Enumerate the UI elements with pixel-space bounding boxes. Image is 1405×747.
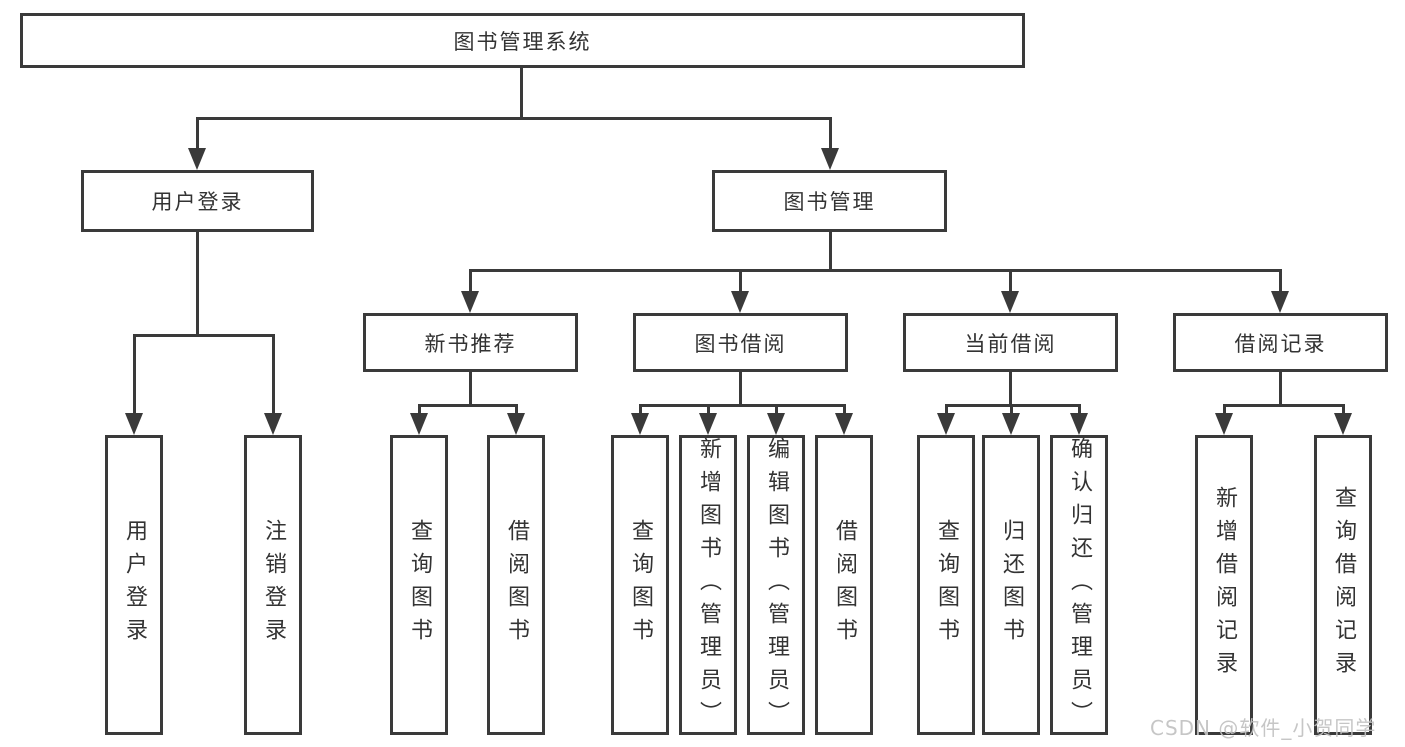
leaf-query-books-recommend: 查询图书 (390, 435, 448, 735)
leaf-query-borrow-record: 查询借阅记录 (1314, 435, 1372, 735)
arrow-down (410, 413, 428, 435)
node-label: 用户登录 (151, 190, 244, 214)
connector-drop (775, 404, 778, 415)
connector-root-rail (196, 117, 832, 120)
arrow-down (507, 413, 525, 435)
connector-user-login-stem (196, 232, 199, 335)
connector-drop-book-borrow (739, 269, 742, 293)
connector-book-management-stem (829, 232, 832, 272)
leaf-add-borrow-record: 新增借阅记录 (1195, 435, 1253, 735)
connector-drop-new-book (469, 269, 472, 293)
connector-root-stem (520, 68, 523, 118)
leaf-query-books-current: 查询图书 (917, 435, 975, 735)
leaf-label: 查询图书 (628, 519, 653, 651)
node-book-borrowing: 图书借阅 (633, 313, 848, 372)
leaf-label: 注销登录 (261, 519, 286, 651)
leaf-label: 新增借阅记录 (1212, 486, 1237, 684)
node-label: 图书管理系统 (453, 29, 592, 54)
connector-book-borrow-stem (739, 372, 742, 406)
leaf-label: 查询图书 (407, 519, 432, 651)
arrow-down (1002, 413, 1020, 435)
connector-drop-book-management (829, 117, 832, 150)
arrow-down-book-management (821, 148, 839, 170)
arrow-down-borrow-record (1271, 291, 1289, 313)
connector-user-login-rail (133, 334, 275, 337)
leaf-logout: 注销登录 (244, 435, 302, 735)
arrow-down (631, 413, 649, 435)
arrow-down-leaf-logout (264, 413, 282, 435)
connector-borrow-record-rail (1223, 404, 1345, 407)
connector-drop (945, 404, 948, 415)
leaf-label: 查询借阅记录 (1331, 486, 1356, 684)
node-label: 图书管理 (783, 190, 876, 214)
leaf-borrow-books-recommend: 借阅图书 (487, 435, 545, 735)
connector-drop-borrow-record (1279, 269, 1282, 293)
leaf-label: 借阅图书 (504, 519, 529, 651)
arrow-down (1334, 413, 1352, 435)
node-label: 借阅记录 (1234, 331, 1327, 356)
node-book-management: 图书管理 (712, 170, 947, 232)
connector-current-borrow-rail (945, 404, 1081, 407)
node-new-book-recommendation: 新书推荐 (363, 313, 578, 372)
leaf-return-books: 归还图书 (982, 435, 1040, 735)
arrow-down (835, 413, 853, 435)
leaf-label: 确认归还（管理员） (1067, 436, 1092, 734)
leaf-label: 借阅图书 (832, 519, 857, 651)
leaf-edit-book-admin: 编辑图书（管理员） (747, 435, 805, 735)
arrow-down (1215, 413, 1233, 435)
arrow-down-current-borrow (1001, 291, 1019, 313)
arrow-down-book-borrow (731, 291, 749, 313)
connector-book-borrow-rail (639, 404, 846, 407)
leaf-label: 归还图书 (999, 519, 1024, 651)
node-user-login: 用户登录 (81, 170, 314, 232)
connector-drop-user-login (196, 117, 199, 150)
connector-drop (1223, 404, 1226, 415)
leaf-query-books-borrow: 查询图书 (611, 435, 669, 735)
leaf-add-book-admin: 新增图书（管理员） (679, 435, 737, 735)
node-current-borrowing: 当前借阅 (903, 313, 1118, 372)
leaf-borrow-books: 借阅图书 (815, 435, 873, 735)
leaf-user-login: 用户登录 (105, 435, 163, 735)
leaf-label: 编辑图书（管理员） (764, 436, 789, 734)
connector-drop (1078, 404, 1081, 415)
node-label: 当前借阅 (964, 331, 1057, 356)
arrow-down-new-book (461, 291, 479, 313)
arrow-down-user-login (188, 148, 206, 170)
leaf-confirm-return-admin: 确认归还（管理员） (1050, 435, 1108, 735)
csdn-watermark: CSDN @软件_小贺同学 (1150, 716, 1377, 740)
connector-drop-leaf-user-login (133, 334, 136, 415)
node-label: 图书借阅 (694, 331, 787, 356)
connector-drop (843, 404, 846, 415)
connector-book-management-rail (469, 269, 1282, 272)
connector-drop (639, 404, 642, 415)
arrow-down (767, 413, 785, 435)
arrow-down (1070, 413, 1088, 435)
connector-drop (515, 404, 518, 415)
connector-new-book-rail (418, 404, 518, 407)
connector-new-book-stem (469, 372, 472, 406)
connector-drop (707, 404, 710, 415)
connector-drop (1010, 404, 1013, 415)
connector-drop (418, 404, 421, 415)
connector-current-borrow-stem (1009, 372, 1012, 406)
connector-drop-current-borrow (1009, 269, 1012, 293)
connector-borrow-record-stem (1279, 372, 1282, 406)
connector-drop (1342, 404, 1345, 415)
node-library-management-system: 图书管理系统 (20, 13, 1025, 68)
node-borrowing-records: 借阅记录 (1173, 313, 1388, 372)
connector-drop-leaf-logout (272, 334, 275, 415)
arrow-down (699, 413, 717, 435)
leaf-label: 新增图书（管理员） (696, 436, 721, 734)
arrow-down-leaf-user-login (125, 413, 143, 435)
arrow-down (937, 413, 955, 435)
leaf-label: 查询图书 (934, 519, 959, 651)
node-label: 新书推荐 (424, 331, 517, 356)
leaf-label: 用户登录 (122, 519, 147, 651)
